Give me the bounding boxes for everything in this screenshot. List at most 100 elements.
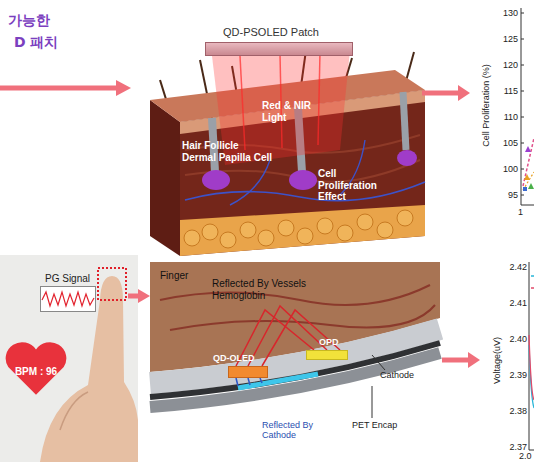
skin-section: Red & NIR LightHair Follicle Dermal Papi…	[135, 60, 420, 255]
ray-label: Reflected By Vessels Hemoglobin	[212, 278, 337, 301]
leader-line	[372, 355, 385, 370]
x-axis	[529, 450, 534, 451]
dermal-papilla	[202, 170, 230, 190]
encapsulation-layer	[150, 353, 440, 407]
cropped-heading: 가능한	[8, 12, 88, 28]
tick-label: 2.40	[502, 334, 527, 344]
fat-cell	[297, 228, 313, 244]
series-key	[531, 275, 534, 277]
leader-line	[372, 386, 373, 418]
fat-layer	[180, 205, 425, 256]
arrow-head	[468, 352, 480, 368]
emission-arrows	[236, 378, 262, 386]
tick-label: 120	[496, 60, 518, 70]
tick-label: 2.0	[519, 451, 534, 461]
proliferation-chart: Cell Proliferation (%)	[470, 5, 534, 225]
axis-title: Voltage(uV)	[492, 315, 503, 405]
hair-follicle	[403, 92, 406, 150]
tick-label: 110	[496, 112, 518, 122]
signal-panel	[40, 286, 96, 312]
opd-detector: OPD	[306, 350, 348, 360]
fat-cell	[258, 230, 274, 246]
light-label: Red & NIR Light	[262, 100, 328, 123]
cropped-heading: D 패치	[14, 34, 94, 50]
arrow-head	[138, 289, 150, 303]
dermal-papilla	[289, 170, 317, 190]
dermal-papilla	[397, 150, 417, 166]
data-series	[523, 138, 534, 186]
data-point	[523, 187, 527, 191]
emission-arrow	[236, 378, 238, 386]
tick	[521, 195, 524, 196]
connector-line	[422, 91, 459, 96]
tick-label: 130	[496, 8, 518, 18]
qd-oled-emitter: QD-OLED	[228, 366, 268, 378]
heart-outline	[6, 342, 67, 394]
tick	[521, 13, 524, 14]
tick	[521, 169, 524, 170]
detector-label: OPD	[319, 337, 359, 347]
patch-layer: QD-PSOLED Patch	[205, 42, 353, 56]
finger-sensor-panel: FingerReflected By Vessels HemoglobinCat…	[150, 262, 440, 462]
blood-vessel	[230, 160, 270, 205]
bpm-heart: BPM : 96	[3, 338, 69, 396]
finger-label: Finger	[160, 270, 220, 282]
effect-label: Cell Proliferation Effect	[318, 168, 396, 203]
data-point	[528, 183, 534, 189]
fat-cell	[202, 224, 218, 240]
fat-cells	[184, 210, 413, 248]
tick-label: 100	[496, 164, 518, 174]
tick	[521, 117, 524, 118]
tick-marks	[521, 13, 524, 195]
connector-line	[442, 358, 469, 363]
data-point	[524, 174, 530, 180]
fat-cell	[278, 220, 294, 236]
tick-label: 2.37	[502, 442, 527, 452]
flow-connector	[442, 352, 480, 368]
emitter-label: QD-OLED	[213, 353, 273, 363]
fat-cell	[184, 230, 200, 246]
voltage-curve	[529, 335, 534, 400]
patch-label: QD-PSOLED Patch	[223, 26, 363, 39]
tick-label: 1	[518, 207, 530, 217]
tick-label: 105	[496, 138, 518, 148]
arrow-head	[116, 80, 131, 96]
light-ray	[240, 56, 245, 150]
bpm-readout: BPM : 96	[5, 366, 67, 378]
emission-arrow	[260, 378, 262, 383]
layer-label: Cathode	[380, 370, 435, 380]
tick-label: 2.41	[502, 298, 527, 308]
flow-arrow	[0, 86, 118, 91]
tick-label: 2.42	[502, 262, 527, 272]
fat-cell	[220, 232, 236, 248]
tick-label: 2.39	[502, 370, 527, 380]
light-ray	[318, 52, 320, 145]
fat-cell	[317, 218, 333, 234]
ppg-waveform	[42, 292, 94, 306]
tick	[521, 91, 524, 92]
data-point	[525, 146, 531, 152]
photo-background	[0, 255, 138, 462]
arrow-head	[458, 85, 470, 101]
tick	[521, 143, 524, 144]
tick-label: 115	[496, 86, 518, 96]
data-series	[523, 172, 534, 190]
ray-label: Reflected By Cathode	[262, 420, 337, 441]
emission-arrow	[248, 378, 250, 385]
voltage-chart: Voltage(uV)	[480, 262, 534, 462]
box-heading: PG Signal	[45, 273, 115, 285]
skin-side	[150, 100, 180, 256]
y-axis	[521, 8, 522, 205]
fat-cell	[337, 225, 353, 241]
fat-cell	[377, 222, 393, 238]
fat-cell	[357, 214, 373, 230]
follicle-label: Hair Follicle Dermal Papilla Cell	[182, 140, 274, 163]
x-axis	[521, 205, 534, 206]
ppg-signal-box: PG Signal	[40, 286, 96, 312]
tick-label: 125	[496, 34, 518, 44]
series-key	[531, 287, 534, 289]
focus-box	[98, 268, 126, 300]
